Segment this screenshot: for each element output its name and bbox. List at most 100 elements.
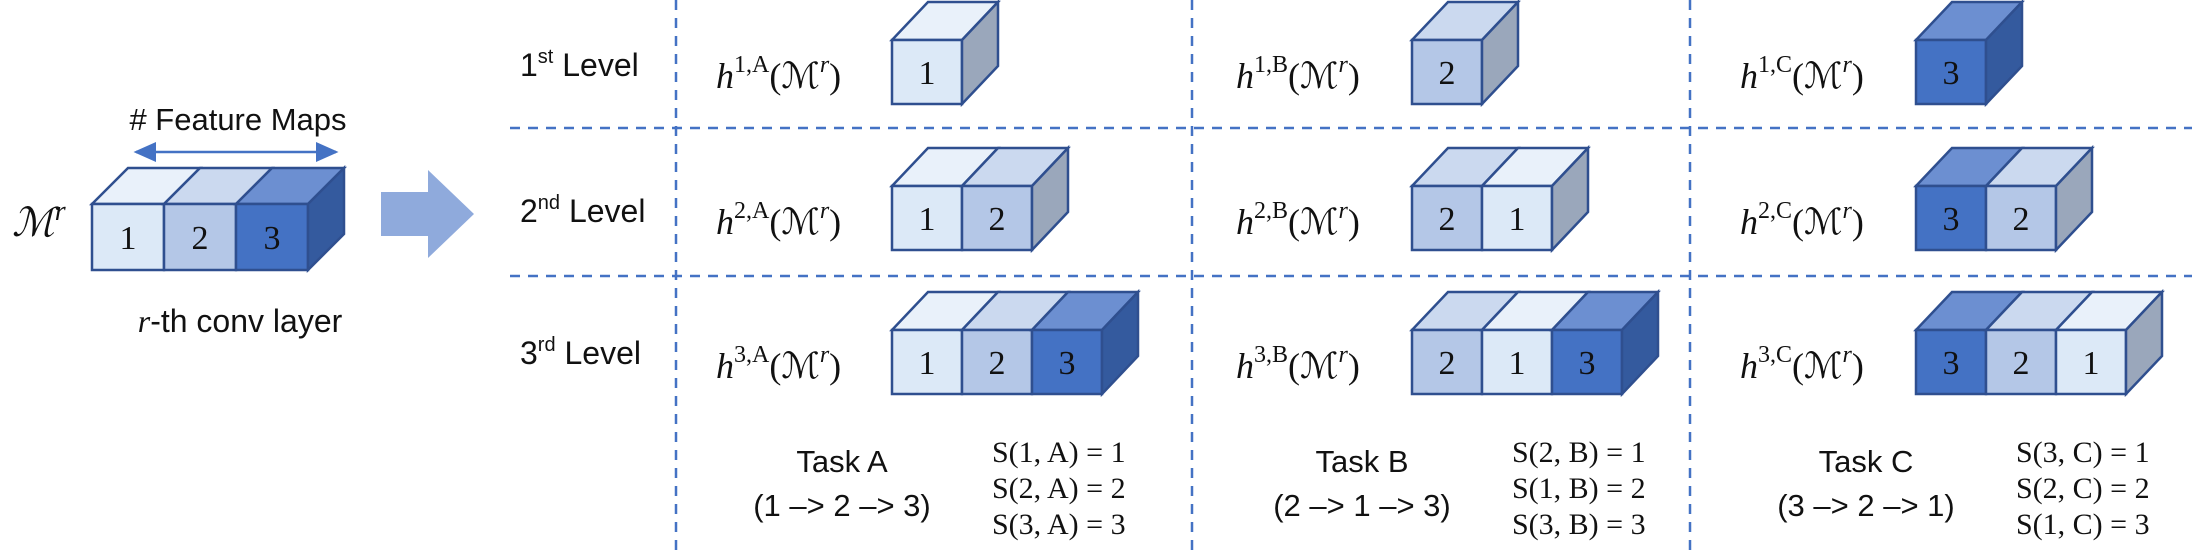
score-equation: S(2, A) = 2 [992,472,1126,505]
task-name: Task B [1315,444,1408,479]
task-a-level-3-cube-number: 1 [919,345,936,382]
task-b-level-1-cube-face [1410,38,1484,106]
task-a-level-2-cube-side [1030,144,1070,254]
task-c-level-1-cube-face [1914,38,1988,106]
task-name: Task A [796,444,888,479]
task-b-level-1-cube-stack: 2 [1409,0,1521,108]
cell-task-a-level-3: h3,A(ℳr) 1 2 3 [716,288,1141,398]
task-order: (1 –> 2 –> 3) [753,488,931,523]
task-order: (2 –> 1 –> 3) [1273,488,1451,523]
level-label-2: 2nd Level [520,192,645,229]
input-cube-side [306,164,346,274]
level-labels: 1st Level 2nd Level 3rd Level [520,46,645,371]
task-name: Task C [1819,444,1914,479]
task-c-level-2-cube-side [2054,144,2094,254]
task-b-level-3-cube-number: 2 [1439,345,1456,382]
task-a-level-3-cube-face [890,328,964,396]
conv-layer-caption: r-th conv layer [138,303,343,339]
task-a-level-2-cube-number: 2 [989,201,1006,238]
cell-task-c-level-3: h3,C(ℳr) 3 2 1 [1740,288,2165,398]
task-c-level-3-cube-side [2124,288,2164,398]
task-c-level-3-cube-number: 1 [2083,345,2100,382]
mask-function-label: h3,C(ℳr) [1740,342,1864,386]
level-label-1: 1st Level [520,46,639,83]
task-a-level-3-cube-face [960,328,1034,396]
task-c-level-1-cube-stack: 3 [1913,0,2025,108]
score-equation: S(1, B) = 2 [1512,472,1646,505]
task-a-level-3-cube-number: 2 [989,345,1006,382]
task-order: (3 –> 2 –> 1) [1777,488,1955,523]
grid-dividers [510,0,2192,552]
task-b-level-3-cube-face [1410,328,1484,396]
task-c-level-1-cube-number: 3 [1943,55,1960,92]
input-tensor-symbol: ℳr [12,196,66,245]
mask-function-label: h3,B(ℳr) [1236,342,1360,386]
task-a-level-1-cube-stack: 1 [889,0,1001,108]
task-a-level-3-cube-stack: 1 2 3 [889,288,1141,398]
score-equation: S(2, B) = 1 [1512,436,1646,469]
transition-arrow [381,170,474,258]
input-cube-number: 2 [192,220,209,257]
mask-function-label: h2,C(ℳr) [1740,198,1864,242]
task-a-level-3-cube-side [1100,288,1140,398]
score-equation: S(1, C) = 3 [2016,508,2150,541]
score-equation: S(1, A) = 1 [992,436,1126,469]
score-equation: S(3, C) = 1 [2016,436,2150,469]
mask-function-label: h2,B(ℳr) [1236,198,1360,242]
mask-function-label: h1,C(ℳr) [1740,52,1864,96]
task-c-level-3-cube-face [1984,328,2058,396]
task-c-level-3-cube-number: 2 [2013,345,2030,382]
score-equation: S(2, C) = 2 [2016,472,2150,505]
task-c-level-2-cube-number: 2 [2013,201,2030,238]
task-c-level-2-cube-number: 3 [1943,201,1960,238]
task-b-level-1-cube-side [1480,0,1520,108]
task-b-level-3-cube-stack: 2 1 3 [1409,288,1661,398]
task-a-level-1-cube-side [960,0,1000,108]
task-a-level-2-cube-number: 1 [919,201,936,238]
task-b-level-2-cube-number: 2 [1439,201,1456,238]
task-b-level-2-cube-face [1480,184,1554,252]
cell-task-b-level-3: h3,B(ℳr) 2 1 3 [1236,288,1661,398]
task-c-level-1-cube-side [1984,0,2024,108]
task-c-level-3-cube-face [2054,328,2128,396]
task-c-level-3-cube-number: 3 [1943,345,1960,382]
task-c-level-3-cube-stack: 3 2 1 [1913,288,2165,398]
score-equation: S(3, B) = 3 [1512,508,1646,541]
input-cube-face [162,202,238,272]
task-c-level-2-cube-face [1914,184,1988,252]
task-a-level-3-cube-number: 3 [1059,345,1076,382]
task-a-level-1-cube-number: 1 [919,55,936,92]
input-cube-face [234,202,310,272]
cell-task-b-level-1: h1,B(ℳr) 2 [1236,0,1521,108]
task-a-level-2-cube-face [960,184,1034,252]
score-equation: S(3, A) = 3 [992,508,1126,541]
task-b-level-2-cube-number: 1 [1509,201,1526,238]
feature-maps-label: # Feature Maps [129,102,346,137]
mask-function-label: h1,B(ℳr) [1236,52,1360,96]
input-cube-number: 3 [264,220,281,257]
task-b-level-1-cube-number: 2 [1439,55,1456,92]
task-b-level-3-cube-side [1620,288,1660,398]
mask-function-label: h3,A(ℳr) [716,342,841,386]
mask-function-label: h2,A(ℳr) [716,198,841,242]
task-b-level-3-cube-number: 1 [1509,345,1526,382]
task-b-level-2-cube-side [1550,144,1590,254]
input-cube-number: 1 [120,220,137,257]
cell-task-c-level-1: h1,C(ℳr) 3 [1740,0,2025,108]
task-c-level-2-cube-face [1984,184,2058,252]
task-b-level-3-cube-number: 3 [1579,345,1596,382]
input-feature-maps: 1 2 3 [88,164,348,274]
input-tensor-section: # Feature Maps ℳr 1 2 3 r-th conv layer [12,102,348,339]
task-b-level-2-cube-face [1410,184,1484,252]
